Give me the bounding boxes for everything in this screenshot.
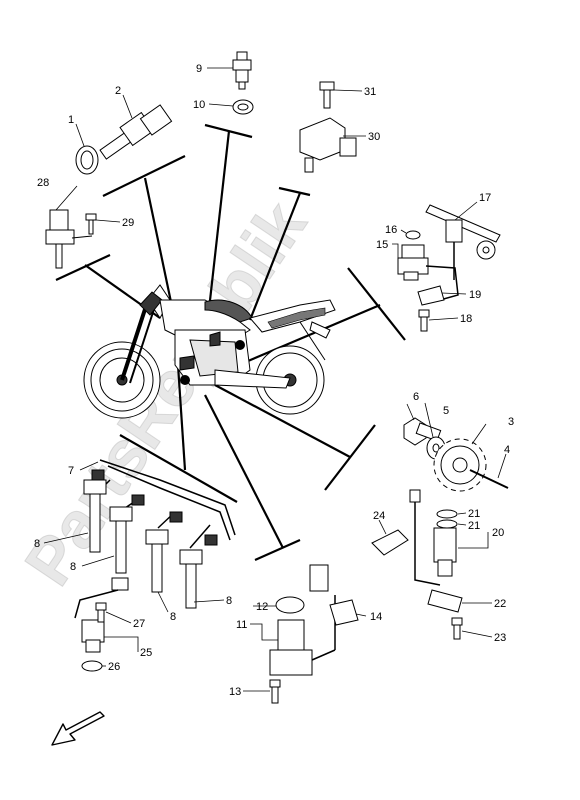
part-28-sensor: [45, 209, 93, 269]
part-22-bracket: [427, 589, 463, 613]
part-29-screw: [85, 213, 97, 235]
part-25-sensor: [74, 577, 129, 653]
part-11-sensor: [269, 564, 336, 676]
part-17-connector: [425, 204, 501, 280]
callout-13: 13: [229, 686, 241, 698]
callout-30: 30: [368, 131, 380, 143]
callout-6: 6: [413, 391, 419, 403]
callout-31: 31: [364, 86, 376, 98]
part-15-sensor: [397, 244, 459, 301]
part-14-clamp: [329, 599, 359, 626]
callout-8b: 8: [70, 561, 76, 573]
callout-18: 18: [460, 313, 472, 325]
callout-27: 27: [133, 618, 145, 630]
part-21-orings: [436, 509, 458, 529]
callout-19: 19: [469, 289, 481, 301]
part-19-clamp: [417, 285, 445, 306]
part-23-bolt: [451, 617, 463, 640]
callout-15: 15: [376, 239, 388, 251]
part-24-clip: [371, 529, 409, 556]
callout-10: 10: [193, 99, 205, 111]
part-31-bolt: [319, 81, 335, 109]
callout-5: 5: [443, 405, 449, 417]
part-16-oring: [405, 230, 421, 240]
callout-24: 24: [373, 510, 385, 522]
callout-16: 16: [385, 224, 397, 236]
callout-11: 11: [236, 619, 247, 631]
callout-23: 23: [494, 632, 506, 644]
callout-8a: 8: [34, 538, 40, 550]
callout-22: 22: [494, 598, 506, 610]
callout-3: 3: [508, 416, 514, 428]
callout-9: 9: [196, 63, 202, 75]
callout-8d: 8: [226, 595, 232, 607]
front-arrow-icon: [51, 711, 105, 746]
callout-28: 28: [37, 177, 49, 189]
callout-29: 29: [122, 217, 134, 229]
callout-20: 20: [492, 527, 504, 539]
callout-4: 4: [504, 444, 510, 456]
part-6-bolt: [403, 417, 442, 446]
callout-2: 2: [115, 85, 121, 97]
callout-labels: 1 2 3 4 5 6 7 8 8 8 8 9 10 11 12 13 14 1…: [34, 63, 514, 698]
part-30-sensor: [299, 117, 357, 173]
part-18-bolt: [418, 309, 430, 332]
part-10-washer: [232, 99, 254, 115]
callout-21a: 21: [468, 508, 480, 520]
part-12-oring: [275, 596, 305, 614]
callout-7: 7: [68, 465, 74, 477]
part-27-bolt: [95, 602, 107, 623]
part-26-oring: [81, 660, 103, 672]
part-1-oring: [75, 145, 99, 175]
callout-12: 12: [256, 601, 268, 613]
callout-21b: 21: [468, 520, 480, 532]
motorcycle-illustration: [83, 284, 336, 419]
part-20-sensor: [409, 489, 457, 586]
callout-17: 17: [479, 192, 491, 204]
callout-8c: 8: [170, 611, 176, 623]
part-4-shaft: [469, 469, 509, 489]
callout-1: 1: [68, 114, 74, 126]
callout-leader-lines: [43, 67, 507, 692]
callout-26: 26: [108, 661, 120, 673]
callout-14: 14: [370, 611, 382, 623]
part-2-thermo-sensor: [99, 104, 173, 160]
part-8-ignition-coils: [83, 469, 218, 609]
part-13-bolt: [269, 679, 281, 704]
callout-25: 25: [140, 647, 152, 659]
part-9-sensor: [232, 51, 252, 90]
part-3-sprocket: [433, 438, 487, 492]
